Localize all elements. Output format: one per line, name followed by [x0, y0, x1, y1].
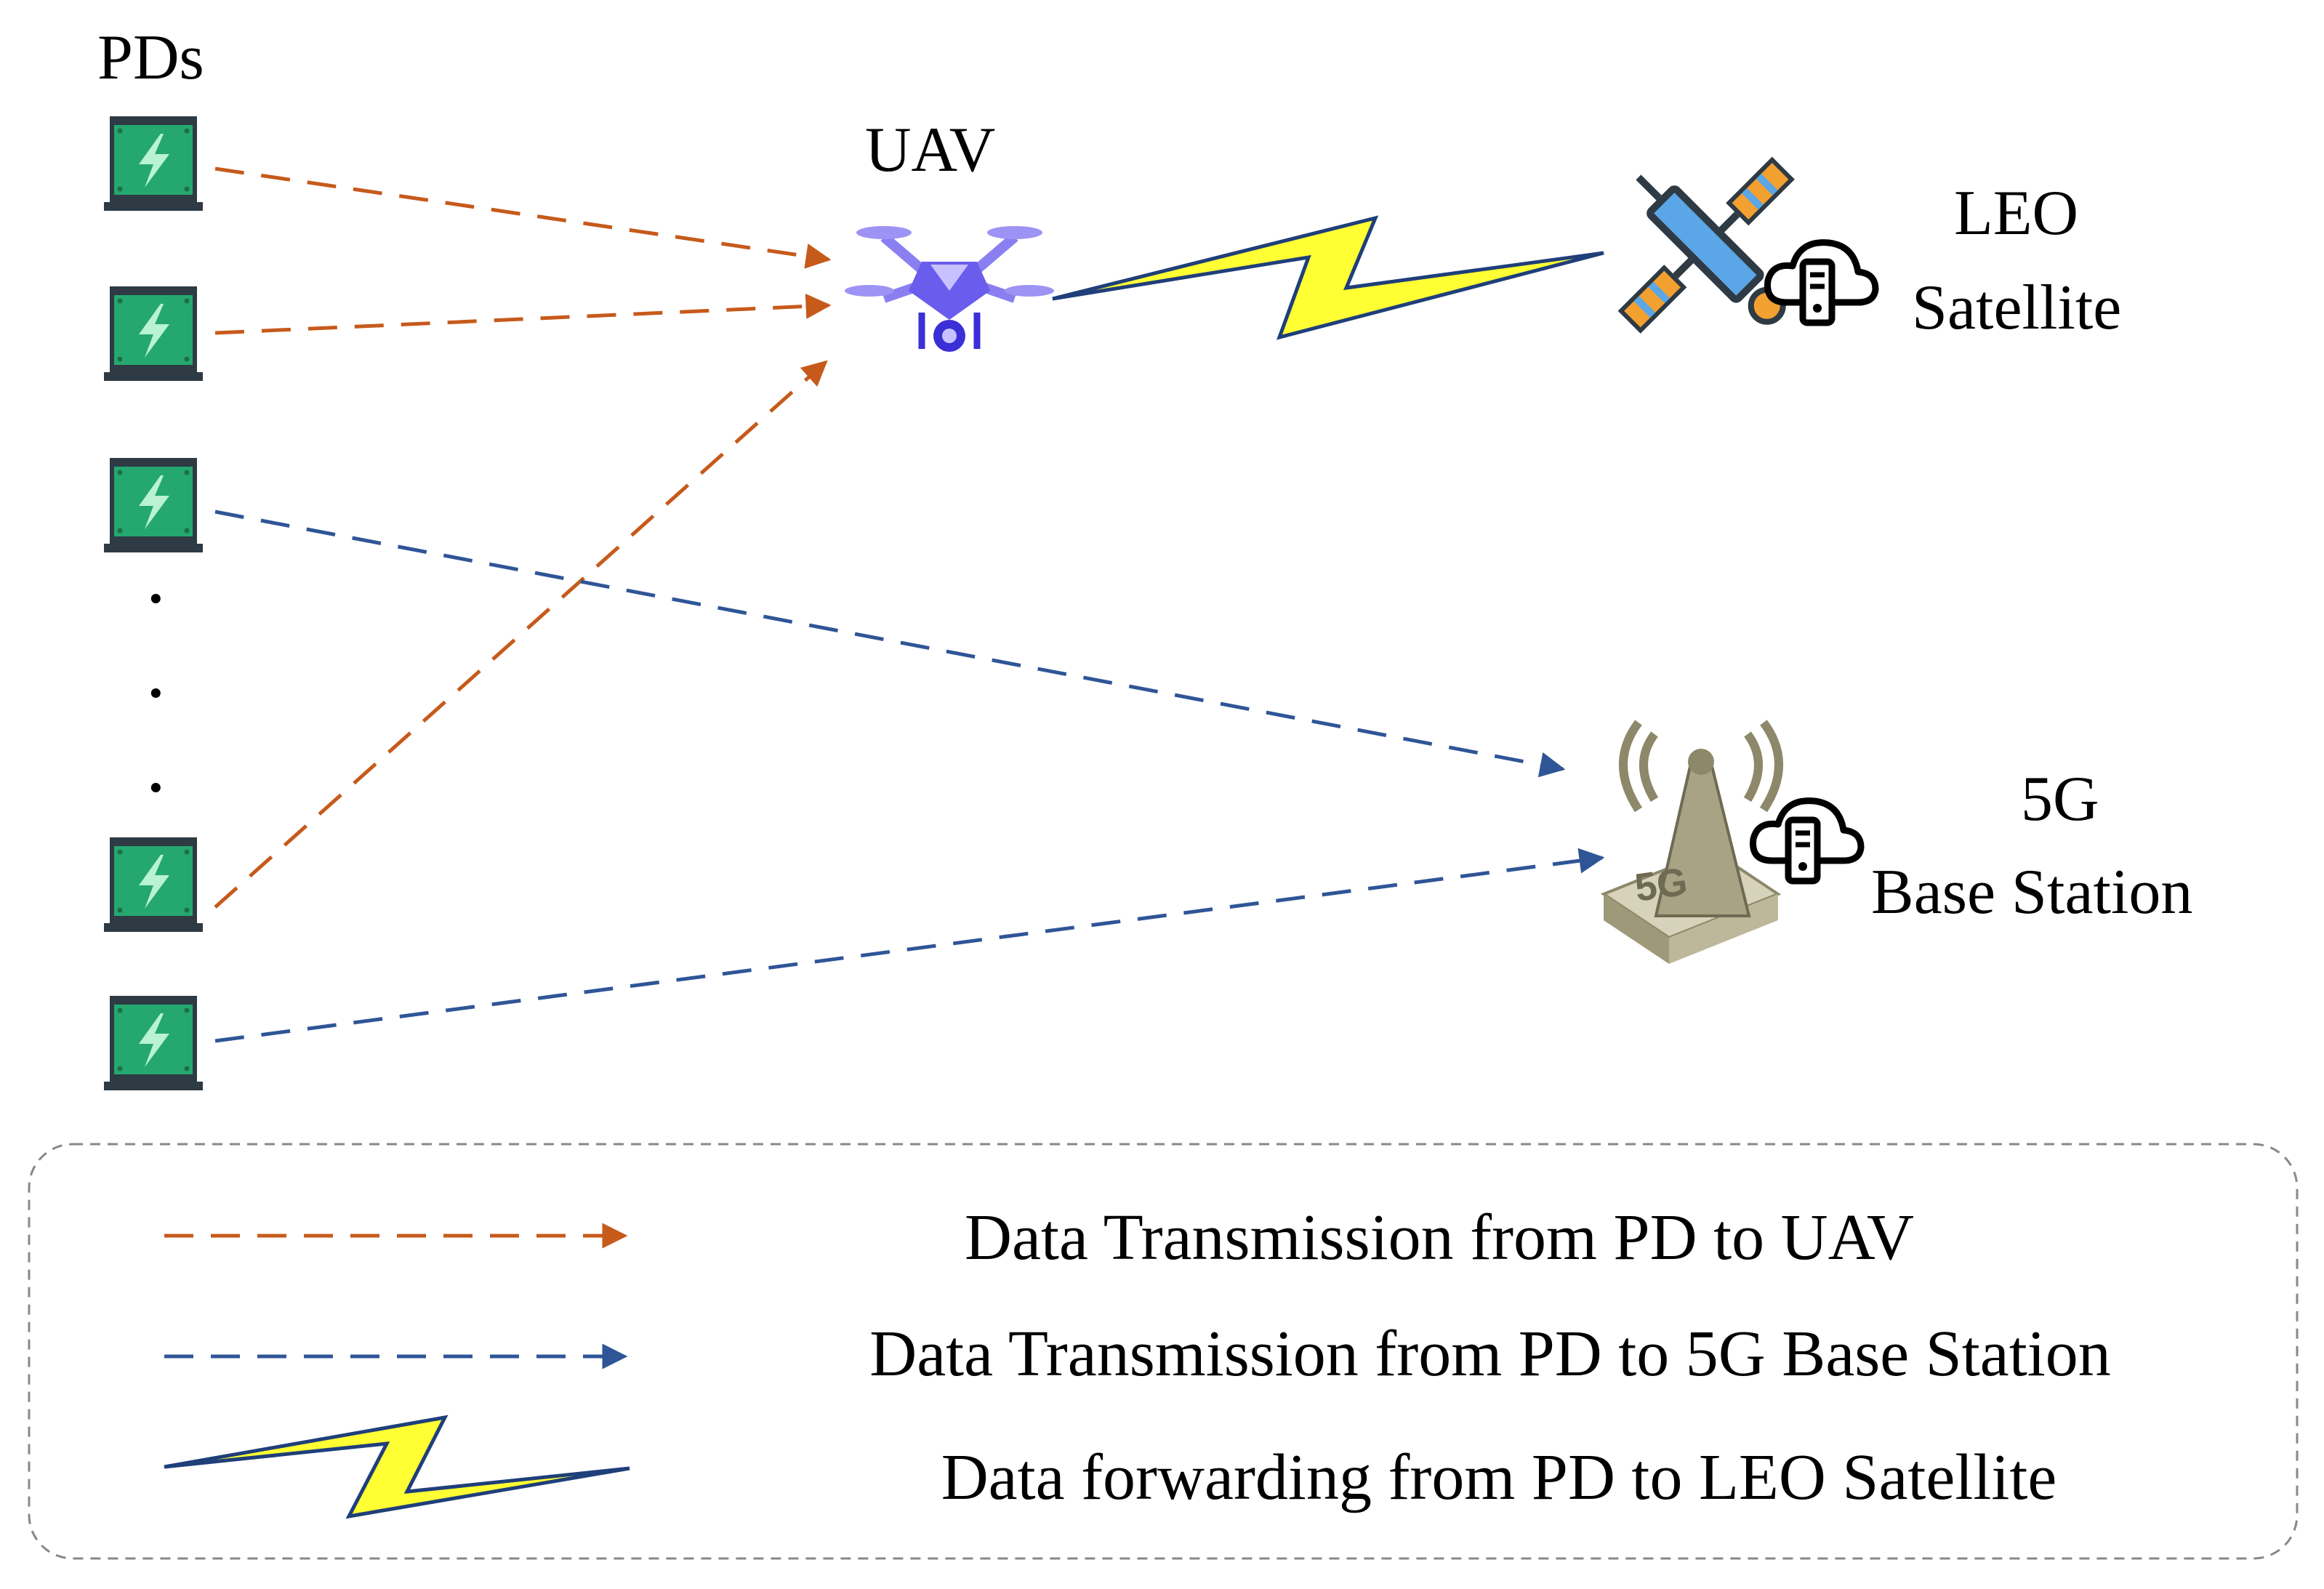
legend-text-to-leo: Data forwarding from PD to LEO Satellite	[941, 1441, 2057, 1513]
link-pd4-uav	[214, 360, 828, 909]
battery-charging-device-icon	[104, 116, 203, 211]
battery-charging-device-icon	[104, 996, 203, 1090]
link-pd3-bs	[214, 510, 1566, 778]
links-pd-to-uav	[214, 166, 832, 909]
cloud-server-icon	[1753, 801, 1861, 881]
legend: Data Transmission from PD to UAV Data Tr…	[28, 1143, 2299, 1560]
5g-tower-icon: 5G	[1600, 720, 1783, 964]
legend-swatch-lightning	[164, 1415, 630, 1519]
legend-box	[28, 1143, 2299, 1560]
battery-charging-device-icon	[104, 458, 203, 552]
ellipsis-dot: ·	[142, 554, 169, 643]
tower-5g-text: 5G	[1632, 859, 1690, 909]
battery-charging-device-icon	[104, 286, 203, 381]
bs-label-line2: Base Station	[1871, 857, 2192, 928]
legend-text-to-bs: Data Transmission from PD to 5G Base Sta…	[869, 1318, 2111, 1390]
ellipsis-dot: ·	[142, 648, 169, 737]
link-uav-satellite-lightning	[1052, 215, 1604, 340]
leo-label-line2: Satellite	[1912, 273, 2121, 343]
battery-charging-device-icon	[104, 837, 203, 932]
link-pd5-bs	[214, 848, 1605, 1043]
bs-label-line1: 5G	[2021, 764, 2099, 834]
drone-icon	[845, 226, 1054, 352]
uav-label: UAV	[865, 115, 995, 185]
legend-text-to-uav: Data Transmission from PD to UAV	[965, 1202, 1914, 1274]
leo-label-line1: LEO	[1954, 178, 2078, 249]
link-pd1-uav	[214, 166, 832, 269]
links-pd-to-bs	[214, 510, 1605, 1043]
ellipsis-dot: ·	[142, 743, 169, 832]
pds-label: PDs	[97, 23, 204, 93]
link-pd2-uav	[214, 293, 832, 335]
